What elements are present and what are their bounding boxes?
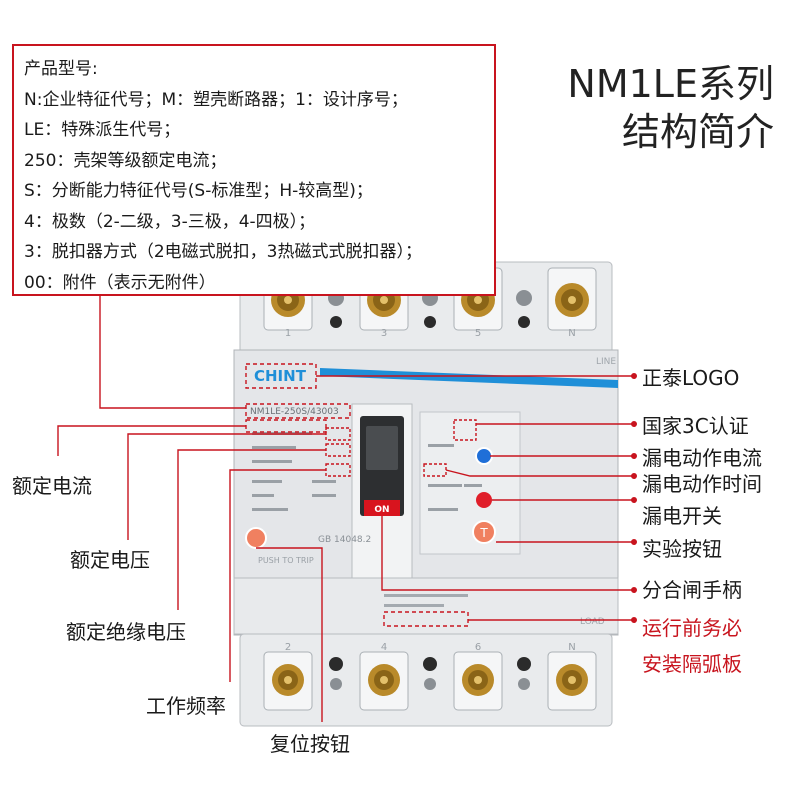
spec-line: LE：特殊派生代号； (24, 120, 181, 140)
callout-handle: 分合闸手柄 (642, 578, 742, 602)
callout-ccc: 国家3C认证 (642, 414, 749, 438)
callout-rated-current: 额定电流 (12, 474, 92, 498)
callout-frequency: 工作频率 (146, 694, 226, 718)
top-pole-label: N (568, 328, 575, 339)
model-number: NM1LE-250S/43003 (250, 407, 339, 417)
title-line-1: NM1LE系列 (567, 62, 774, 106)
title-line-2: 结构简介 (621, 110, 774, 154)
callout-leak-current: 漏电动作电流 (642, 446, 762, 470)
bottom-pole-label: 4 (381, 642, 387, 653)
leak-panel (419, 411, 521, 555)
callout-leak-switch: 漏电开关 (642, 504, 722, 528)
callout-logo: 正泰LOGO (642, 366, 740, 390)
callout-test-button: 实验按钮 (642, 537, 722, 561)
reset-button[interactable] (245, 527, 267, 549)
model-spec-box: 产品型号: N:企业特征代号；M：塑壳断路器；1：设计序号； LE：特殊派生代号… (12, 44, 496, 296)
spec-line: 00：附件（表示无附件） (24, 272, 216, 293)
push-to-trip-label: PUSH TO TRIP (258, 556, 314, 565)
spec-line: 250：壳架等级额定电流； (24, 150, 227, 171)
callout-rated-voltage: 额定电压 (70, 548, 150, 572)
bottom-pole-label: 6 (475, 642, 481, 653)
top-pole-label: 5 (475, 328, 481, 339)
line-label: LINE (596, 357, 616, 367)
top-pole-label: 3 (381, 328, 387, 339)
on-indicator (364, 500, 400, 516)
test-button-letter: T (479, 526, 488, 540)
standard-label: GB 14048.2 (318, 535, 371, 545)
bottom-pole-label: 2 (285, 642, 291, 653)
spec-line: 3：脱扣器方式（2电磁式脱扣，3热磁式式脱扣器）； (24, 242, 422, 262)
brand-logo: CHINT (254, 367, 307, 385)
load-label: LOAD (580, 617, 605, 627)
callout-reset-button: 复位按钮 (270, 732, 350, 756)
callout-warning-line-1: 运行前务必 (642, 616, 742, 640)
top-pole-label: 1 (285, 328, 291, 339)
spec-line: 4：极数（2-二级，3-三极，4-四极）； (24, 211, 316, 232)
spec-line: S：分断能力特征代号(S-标准型；H-较高型)； (24, 181, 373, 201)
leak-current-dial[interactable] (475, 447, 493, 465)
leak-switch-indicator (476, 492, 492, 508)
bottom-pole-label: N (568, 642, 575, 653)
callout-warning-line-2: 安装隔弧板 (642, 652, 742, 676)
spec-heading: 产品型号: (24, 59, 98, 79)
blue-stripe (320, 368, 618, 388)
spec-line: N:企业特征代号；M：塑壳断路器；1：设计序号； (24, 89, 408, 110)
page-title: NM1LE系列 结构简介 (567, 60, 774, 156)
callout-insulation-voltage: 额定绝缘电压 (66, 620, 186, 644)
on-label: ON (374, 505, 389, 515)
callout-leak-time: 漏电动作时间 (642, 472, 762, 496)
